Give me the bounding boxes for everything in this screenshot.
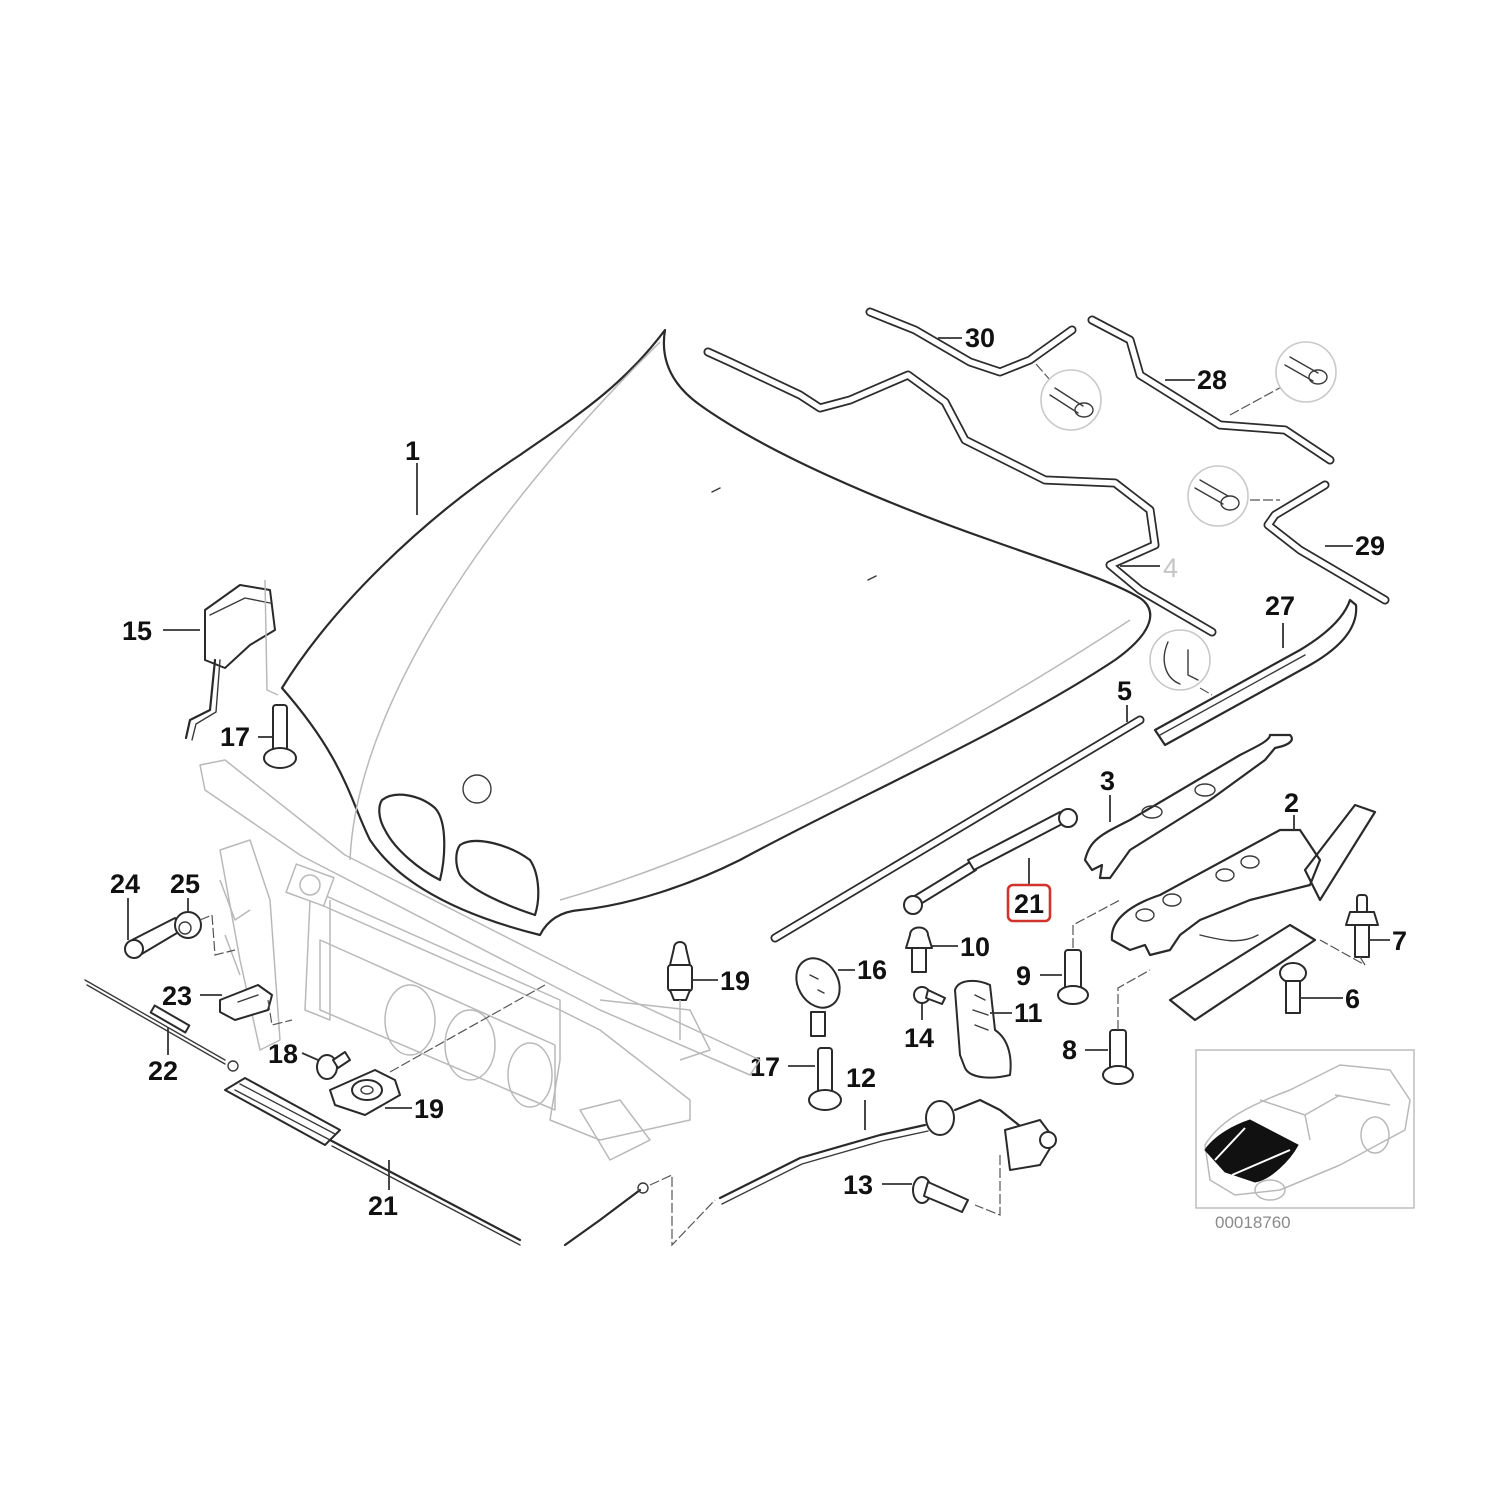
vehicle-locator-thumbnail [1195, 1049, 1415, 1209]
label-part-15[interactable]: 15 [122, 616, 152, 646]
part-16-lock-striker[interactable] [788, 950, 849, 1037]
dash-9 [1072, 899, 1121, 948]
part-14-screw[interactable] [913, 986, 946, 1005]
label-part-7[interactable]: 7 [1392, 926, 1407, 956]
part-13-bolt[interactable] [912, 1176, 969, 1213]
part-11-release-bracket[interactable] [954, 979, 1012, 1079]
dash-7 [1319, 939, 1366, 966]
label-part-30[interactable]: 30 [965, 323, 995, 353]
label-part-13[interactable]: 13 [843, 1170, 873, 1200]
part-6-bolt[interactable] [1279, 962, 1307, 1014]
part-25-bolt[interactable] [124, 917, 183, 959]
label-part-25[interactable]: 24 [110, 869, 140, 899]
detail-circle-28 [1229, 341, 1337, 416]
label-part-19[interactable]: 19 [414, 1094, 444, 1124]
detail-circle-27 [1149, 629, 1213, 696]
label-part-24[interactable]: 23 [162, 981, 192, 1011]
part-23-bowden-cable[interactable] [84, 979, 239, 1072]
label-part-20[interactable]: 19 [720, 966, 750, 996]
part-24-clip[interactable] [219, 984, 273, 1021]
part-7-stud-bolt[interactable] [1345, 894, 1379, 958]
front-panel-frame [199, 759, 761, 1161]
leader-18 [301, 1052, 319, 1061]
selected-part-highlight [1006, 883, 1052, 923]
label-part-3[interactable]: 3 [1100, 766, 1115, 796]
dash-8 [1117, 969, 1151, 1030]
part-26-grommet[interactable] [174, 911, 202, 939]
label-part-27[interactable]: 27 [1265, 591, 1295, 621]
part-17-bolt-left[interactable] [263, 704, 297, 769]
label-part-5[interactable]: 5 [1117, 676, 1132, 706]
label-part-12[interactable]: 12 [846, 1063, 876, 1093]
part-22-bowden-cable[interactable] [224, 1077, 649, 1247]
part-19-lock-bracket[interactable] [329, 1069, 401, 1116]
part-8-bolt[interactable] [1102, 1029, 1134, 1085]
part-15-hood-lock[interactable] [184, 584, 276, 741]
label-part-28[interactable]: 28 [1197, 365, 1227, 395]
label-part-1[interactable]: 1 [405, 436, 420, 466]
label-part-10[interactable]: 10 [960, 932, 990, 962]
label-part-29[interactable]: 29 [1355, 531, 1385, 561]
label-part-9[interactable]: 9 [1016, 961, 1031, 991]
detail-circle-30 [1035, 363, 1102, 431]
part-2-hinge[interactable] [1110, 803, 1377, 1022]
part-21-gas-strut[interactable] [903, 808, 1078, 915]
label-part-23[interactable]: 22 [148, 1056, 178, 1086]
label-part-17-left[interactable]: 17 [220, 722, 250, 752]
part-1-hood[interactable] [280, 328, 1152, 937]
part-20-rubber-buffer[interactable] [667, 941, 693, 1001]
label-part-8[interactable]: 8 [1062, 1035, 1077, 1065]
dash-19 [389, 984, 546, 1073]
label-part-26[interactable]: 25 [170, 869, 200, 899]
label-part-11[interactable]: 11 [1014, 998, 1043, 1028]
dash-13 [974, 1155, 1001, 1216]
part-30-seal[interactable] [865, 307, 1077, 377]
part-18-bolt[interactable] [316, 1051, 351, 1080]
part-10-ball-stud[interactable] [905, 926, 933, 973]
label-part-14[interactable]: 14 [904, 1023, 934, 1053]
dash-22 [649, 1174, 716, 1247]
label-part-2[interactable]: 2 [1284, 788, 1299, 818]
part-4-seal[interactable] [703, 347, 1217, 637]
diagram-reference-number: 00018760 [1215, 1213, 1291, 1232]
label-part-21[interactable]: 21 [1014, 889, 1044, 919]
dash-26 [199, 914, 236, 956]
part-28-seal[interactable] [1087, 315, 1335, 465]
label-part-4[interactable]: 4 [1163, 553, 1178, 583]
part-5-seal-strip[interactable] [770, 715, 1145, 943]
part-9-bolt[interactable] [1057, 949, 1089, 1005]
part-29-seal[interactable] [1263, 480, 1390, 605]
label-part-16[interactable]: 16 [857, 955, 887, 985]
label-part-22[interactable]: 21 [368, 1191, 398, 1221]
part-12-release-cable[interactable] [718, 1098, 1057, 1205]
label-part-18[interactable]: 18 [268, 1039, 298, 1069]
detail-circle-29 [1187, 465, 1280, 527]
part-27-seal[interactable] [1153, 598, 1358, 747]
hood-highlight-icon [1204, 1119, 1299, 1183]
part-17-bolt-right[interactable] [808, 1047, 842, 1111]
guide-15 [264, 579, 279, 696]
label-part-6[interactable]: 6 [1345, 984, 1360, 1014]
part-3-hinge-plate[interactable] [1083, 733, 1293, 880]
dash-24 [267, 999, 293, 1026]
